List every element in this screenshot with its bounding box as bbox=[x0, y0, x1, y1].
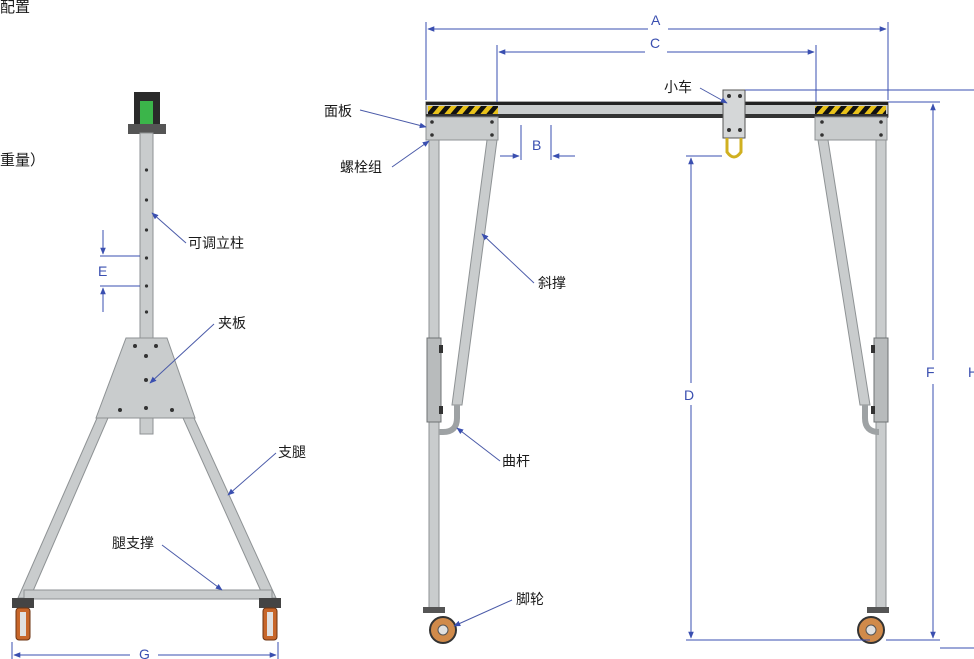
dimension-g-lines bbox=[11, 642, 279, 659]
column-bottom bbox=[139, 417, 154, 435]
label-caster: 脚轮 bbox=[516, 592, 544, 608]
label-diagonal-brace: 斜撑 bbox=[538, 276, 566, 292]
right-caster bbox=[259, 598, 281, 641]
beam-bottom-flange bbox=[426, 114, 888, 118]
label-panel: 面板 bbox=[324, 104, 352, 120]
dimension-a: A bbox=[651, 12, 661, 28]
panel-bolts bbox=[430, 120, 883, 137]
left-diagonal-brace bbox=[451, 139, 498, 406]
label-leg: 支腿 bbox=[278, 445, 306, 461]
dimension-c-lines bbox=[496, 45, 817, 102]
dimension-d: D bbox=[684, 387, 694, 403]
label-clamp-plate: 夹板 bbox=[218, 316, 246, 332]
beam-top-flange bbox=[426, 102, 888, 105]
left-curved-rod bbox=[439, 405, 460, 435]
clamp-plate-bolts bbox=[118, 344, 174, 412]
left-panel bbox=[425, 116, 499, 141]
label-trolley: 小车 bbox=[664, 79, 692, 96]
leg-brace bbox=[23, 589, 273, 600]
hazard-stripe-left bbox=[428, 106, 498, 114]
dimension-c: C bbox=[650, 35, 660, 51]
label-bolt-group: 螺栓组 bbox=[340, 160, 382, 176]
fragment-mid-left: 重量） bbox=[0, 151, 45, 169]
column-holes bbox=[144, 168, 149, 314]
dimension-g: G bbox=[139, 646, 150, 659]
adjustable-column bbox=[139, 132, 154, 339]
dimension-b: B bbox=[532, 137, 541, 153]
column-handle bbox=[128, 92, 166, 134]
label-curved-rod: 曲杆 bbox=[502, 454, 530, 470]
dimension-b-lines bbox=[500, 125, 575, 160]
front-view: A C B D bbox=[324, 12, 974, 649]
dimension-h-lines bbox=[745, 89, 974, 649]
dimension-a-lines bbox=[425, 22, 889, 100]
label-adjustable-column: 可调立柱 bbox=[188, 236, 244, 252]
left-caster-front bbox=[423, 607, 457, 644]
right-curved-rod bbox=[862, 405, 880, 435]
right-diagonal-brace bbox=[817, 139, 871, 406]
label-leg-brace: 腿支撑 bbox=[112, 536, 154, 552]
trolley bbox=[722, 89, 746, 159]
right-caster-front bbox=[857, 607, 889, 644]
right-panel bbox=[814, 116, 888, 141]
hazard-stripe-right bbox=[815, 106, 886, 114]
side-view: E G 可调立柱 夹板 支腿 腿支撑 bbox=[11, 92, 306, 659]
dimension-h: H bbox=[968, 364, 974, 380]
front-view-leaders bbox=[359, 87, 728, 627]
dimension-d-lines bbox=[686, 155, 870, 641]
dimension-f: F bbox=[926, 364, 935, 380]
post-clamp-bolts bbox=[439, 345, 875, 414]
left-leg bbox=[17, 417, 109, 599]
dimension-e: E bbox=[98, 263, 107, 279]
side-view-leaders bbox=[149, 212, 277, 591]
dimension-e-lines bbox=[100, 230, 140, 312]
dimension-f-lines bbox=[886, 101, 940, 641]
right-post-sleeve bbox=[873, 337, 889, 423]
fragment-top-left: 配置 bbox=[0, 0, 30, 16]
clamp-plate bbox=[95, 337, 196, 419]
left-post-sleeve bbox=[426, 337, 442, 423]
left-caster bbox=[12, 598, 34, 641]
